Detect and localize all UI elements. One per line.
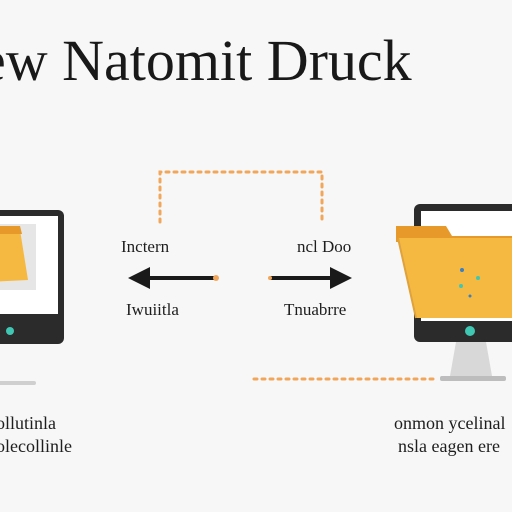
top-dotted-connector [158,170,324,224]
left-arrow-icon [128,267,219,289]
left-computer-icon [0,210,64,385]
right-caption-line2: nsla eagen ere [398,436,500,456]
left-caption-line2: olecollinle [0,436,72,456]
right-arrow-label-top: ncl Doo [297,237,352,256]
folder-icon [396,226,512,319]
left-caption-line1: ollutinla [0,413,56,433]
right-arrow-label-bottom: Tnuabrre [284,300,347,319]
left-arrow-label-bottom: Iwuiitla [126,300,179,319]
left-arrow-label-top: Inctern [121,237,170,256]
right-caption-line1: onmon ycelinal [394,413,506,433]
page-title: ew Natomit Druck [0,28,412,93]
right-arrow-icon [268,267,352,289]
